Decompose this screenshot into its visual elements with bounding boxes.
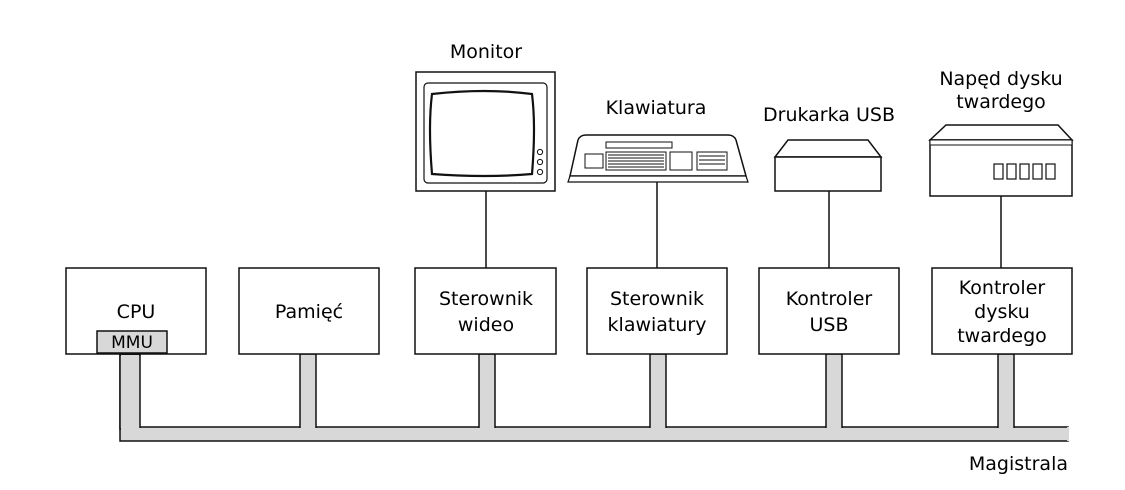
keyboard-numpad-rows — [699, 155, 725, 165]
disk-drive-device: Napęd dysku twardego — [928, 68, 1074, 197]
printer-top — [773, 139, 883, 158]
module-cpu: CPU MMU — [65, 267, 207, 355]
monitor-screen — [428, 89, 536, 178]
video-controller-label-2: wideo — [458, 314, 514, 336]
memory-label: Pamięć — [275, 301, 343, 323]
video-controller-label-1: Sterownik — [439, 288, 533, 310]
bus-fill-disk — [999, 355, 1013, 435]
disk-drive-slot-5 — [1045, 163, 1056, 180]
keyboard-controller-label-2: klawiatury — [608, 314, 707, 336]
disk-drive-rim — [929, 139, 1073, 146]
disk-controller-label-1: Kontroler — [959, 277, 1046, 299]
keyboard-function-keys — [605, 141, 673, 149]
disk-drive-slot-3 — [1019, 163, 1030, 180]
keyboard-device: Klawiatura — [567, 97, 749, 183]
video-controller-box — [414, 267, 557, 355]
keyboard-controller-box — [586, 267, 728, 355]
usb-controller-box — [758, 267, 900, 355]
monitor-knob-3 — [536, 168, 544, 176]
disk-controller-box — [931, 267, 1073, 355]
module-disk-controller: Kontroler dysku twardego — [931, 267, 1073, 355]
module-keyboard-controller: Sterownik klawiatury — [586, 267, 728, 355]
bus-fill-cpu — [121, 355, 139, 440]
module-memory: Pamięć — [238, 267, 380, 355]
disk-drive-slot-2 — [1006, 163, 1017, 180]
mmu-label: MMU — [111, 333, 153, 353]
bus-fill-keyboard — [651, 355, 665, 435]
printer-device: Drukarka USB — [763, 104, 895, 192]
module-video-controller: Sterownik wideo — [414, 267, 557, 355]
disk-controller-label-2: dysku — [974, 301, 1030, 323]
bus-label: Magistrala — [969, 453, 1068, 475]
memory-box — [238, 267, 380, 355]
printer-body — [774, 156, 882, 192]
monitor-knob-1 — [536, 148, 544, 156]
keyboard-base — [567, 175, 749, 183]
usb-controller-label-1: Kontroler — [786, 288, 873, 310]
monitor-label: Monitor — [450, 41, 522, 63]
bus-fill — [121, 428, 1067, 440]
keyboard-numpad — [696, 151, 728, 171]
disk-drive-top — [928, 124, 1074, 141]
cpu-label: CPU — [117, 301, 156, 323]
printer-label: Drukarka USB — [763, 104, 895, 126]
keyboard-arrow-block — [669, 151, 693, 171]
mmu-box — [96, 330, 168, 354]
disk-drive-slot-1 — [993, 163, 1004, 180]
monitor-device: Monitor — [415, 41, 556, 192]
disk-drive-slot-4 — [1032, 163, 1043, 180]
monitor-knob-2 — [536, 158, 544, 166]
bus-fill-video — [480, 355, 494, 435]
system-bus: Magistrala — [119, 353, 1069, 475]
keyboard-key-rows — [608, 154, 664, 168]
keyboard-label: Klawiatura — [606, 97, 707, 119]
bus-fill-memory — [301, 355, 315, 435]
bus-fill-usb — [827, 355, 841, 435]
module-usb-controller: Kontroler USB — [758, 267, 900, 355]
keyboard-left-block — [584, 153, 604, 169]
disk-drive-label-1: Napęd dysku — [939, 68, 1062, 90]
keyboard-controller-label-1: Sterownik — [610, 288, 704, 310]
disk-drive-label-2: twardego — [956, 91, 1046, 113]
usb-controller-label-2: USB — [809, 314, 848, 336]
disk-controller-label-3: twardego — [957, 325, 1047, 347]
